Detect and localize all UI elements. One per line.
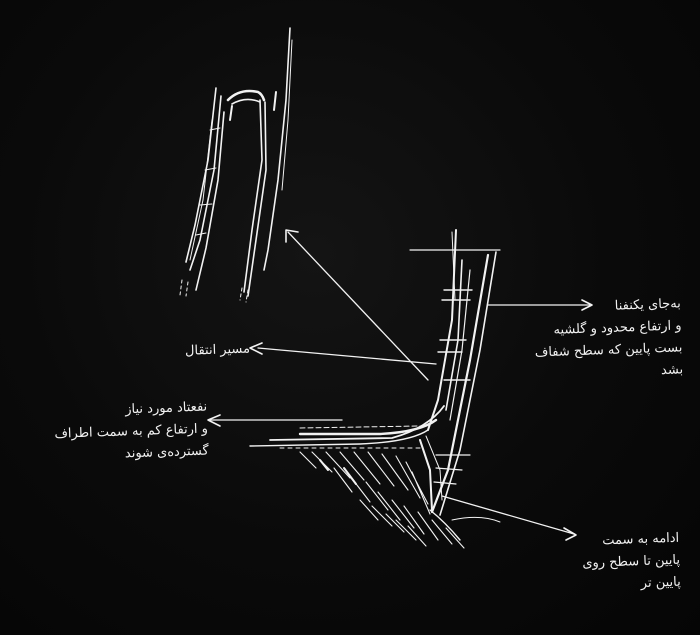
annotation-line: مسیر انتقال [184, 341, 251, 359]
leader-arrows [207, 229, 593, 541]
ground-hatching [299, 451, 465, 549]
annotation-middle-left: مسیر انتقال [166, 339, 251, 364]
arrow-middle-left [257, 347, 437, 365]
annotation-right-bottom: ادامه به سمت پایین تا سطح روی پایین تر [547, 528, 681, 599]
upper-tower-sketch [179, 27, 293, 303]
annotation-right-top: به‌جای یکنفنا و ارتفاع محدود و گلشیه بست… [531, 293, 684, 386]
arrow-to-tower [287, 231, 429, 381]
section-sketch [249, 229, 501, 541]
annotation-left-bottom: نفعتاد مورد نیاز و ارتفاع کم به سمت اطرا… [7, 397, 209, 470]
annotation-line: پایین تر [640, 574, 681, 592]
arrow-right-bottom [441, 495, 575, 535]
